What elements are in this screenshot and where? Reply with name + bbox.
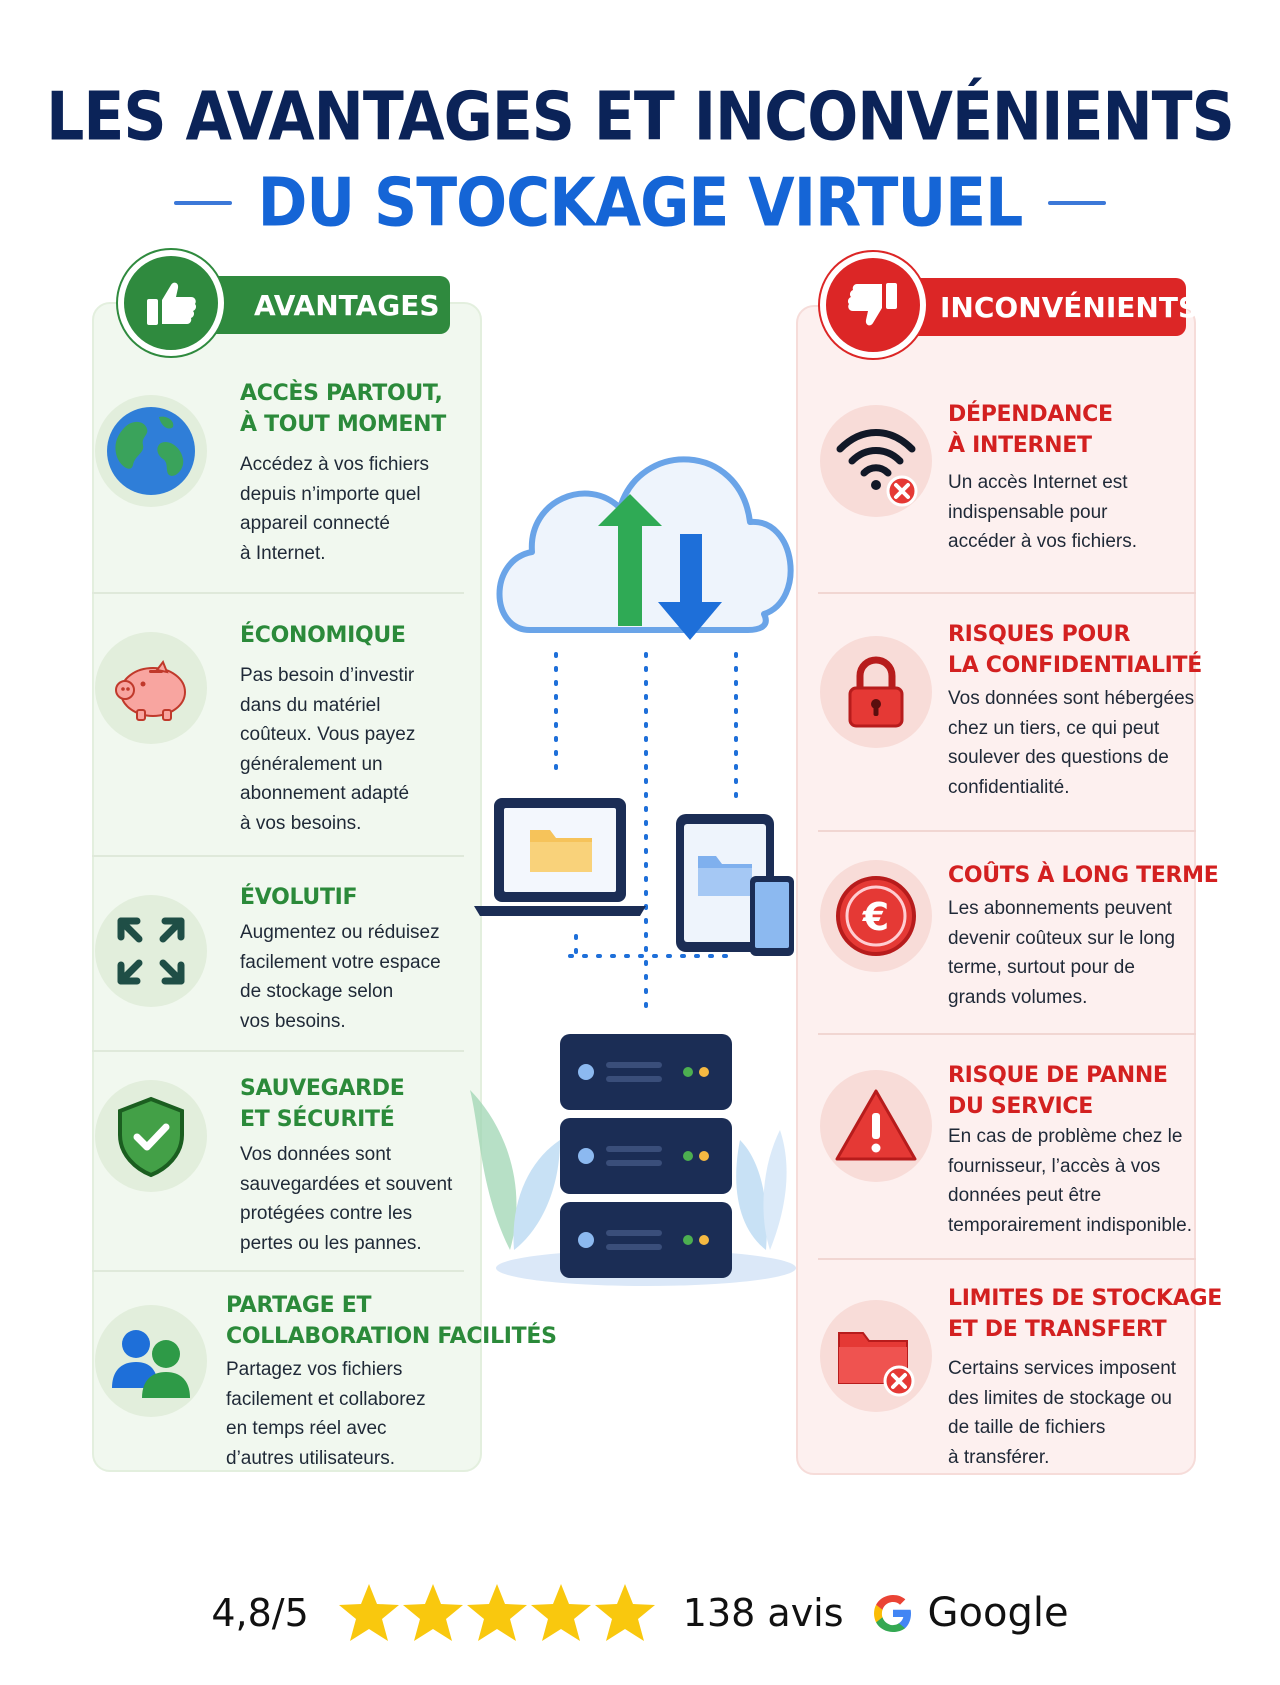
- users-icon: [95, 1305, 207, 1417]
- padlock-icon: [820, 636, 932, 748]
- connection-dots: [554, 652, 738, 1012]
- laptop-icon: [474, 798, 646, 916]
- thumbs-down-icon: [820, 252, 926, 358]
- euro-coin-icon: €: [820, 860, 932, 972]
- star-icon: [466, 1584, 527, 1641]
- folder-error-icon: [820, 1300, 932, 1412]
- disadvantage-divider: [818, 592, 1196, 594]
- cloud-storage-illustration: [470, 456, 796, 1286]
- page-subtitle: DU STOCKAGE VIRTUEL: [257, 163, 1024, 243]
- piggy-bank-icon: [95, 632, 207, 744]
- warning-icon: [820, 1070, 932, 1182]
- cloud-icon: [496, 456, 794, 633]
- wifi-error-icon: [820, 405, 932, 517]
- rating-bar: 4,8/5 138 avis Google: [0, 1578, 1280, 1648]
- globe-icon: [95, 395, 207, 507]
- page-title: LES AVANTAGES ET INCONVÉNIENTS: [46, 77, 1235, 157]
- google-label: Google: [927, 1590, 1069, 1636]
- subtitle-row: DU STOCKAGE VIRTUEL: [0, 164, 1280, 242]
- download-arrow-icon: [658, 534, 722, 640]
- leaves-decoration: [470, 1090, 787, 1250]
- google-icon: [873, 1595, 911, 1632]
- disadvantages-heading: INCONVÉNIENTS: [910, 278, 1198, 336]
- title-dash-left: [173, 201, 232, 205]
- shield-check-icon: [95, 1080, 207, 1192]
- server-rack-icon: [560, 1034, 732, 1278]
- review-count: 138 avis: [682, 1591, 844, 1635]
- expand-arrows-icon: [95, 895, 207, 1007]
- advantages-heading: AVANTAGES: [196, 276, 450, 334]
- advantage-divider: [92, 1270, 464, 1272]
- advantage-title-1: ACCÈS PARTOUT,À TOUT MOMENT: [240, 381, 446, 437]
- title-dash-right: [1048, 201, 1107, 205]
- disadvantage-title-3: COÛTS À LONG TERME: [948, 863, 1219, 888]
- thumbs-up-icon: [118, 250, 224, 356]
- advantage-divider: [92, 592, 464, 594]
- upload-arrow-icon: [598, 494, 662, 626]
- advantage-title-2: ÉCONOMIQUE: [240, 623, 406, 648]
- star-icon: [594, 1584, 655, 1641]
- svg-text:€: €: [862, 895, 889, 939]
- rating-score: 4,8/5: [211, 1591, 309, 1635]
- disadvantage-divider: [818, 1258, 1196, 1260]
- phone-icon: [750, 876, 794, 956]
- advantage-divider: [92, 855, 464, 857]
- advantage-title-3: ÉVOLUTIF: [240, 885, 358, 910]
- star-icon: [338, 1584, 399, 1641]
- tablet-icon: [676, 814, 774, 952]
- advantage-divider: [92, 1050, 464, 1052]
- disadvantage-divider: [818, 1033, 1196, 1035]
- rating-stars: [337, 1582, 657, 1644]
- star-icon: [402, 1584, 463, 1641]
- disadvantage-divider: [818, 830, 1196, 832]
- star-icon: [530, 1584, 591, 1641]
